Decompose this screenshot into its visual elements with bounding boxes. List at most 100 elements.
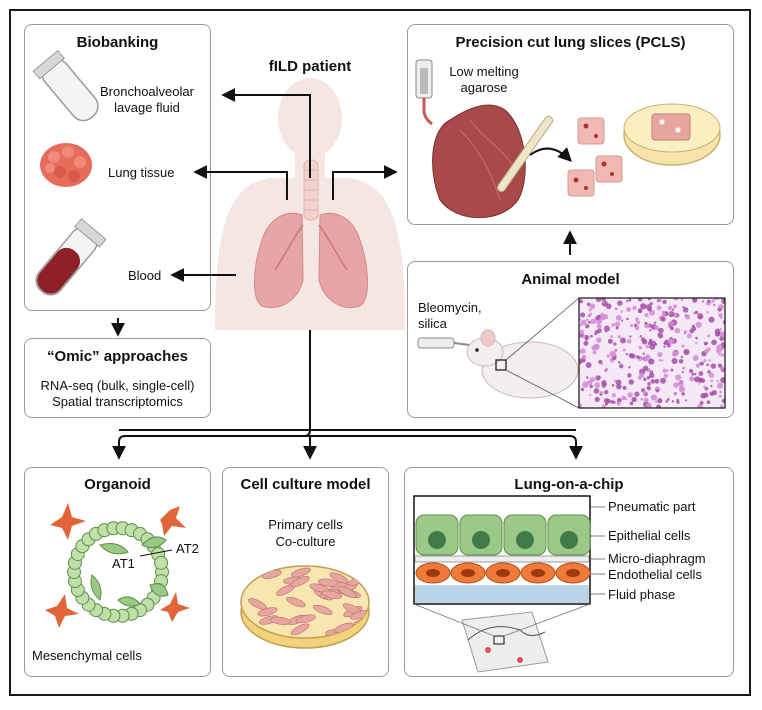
histology-dot bbox=[672, 304, 678, 309]
cultured-cell bbox=[290, 575, 310, 588]
histology-dot bbox=[614, 321, 621, 327]
histology-dot bbox=[701, 300, 705, 303]
histology-dot bbox=[583, 340, 589, 346]
histology-dot bbox=[615, 314, 622, 321]
histology-dot bbox=[654, 325, 659, 330]
histology-dot bbox=[704, 386, 709, 391]
biobanking-title: Biobanking bbox=[76, 34, 159, 51]
histology-dot bbox=[629, 353, 635, 359]
histology-dot bbox=[668, 307, 671, 311]
histology-dot bbox=[721, 398, 725, 404]
histology-dot bbox=[599, 314, 606, 321]
culture-dish-icon bbox=[623, 103, 721, 166]
histology-dot bbox=[602, 300, 605, 304]
histology-dot bbox=[654, 378, 660, 384]
mesenchymal-label: Mesenchymal cells bbox=[32, 648, 142, 663]
histology-dot bbox=[711, 299, 715, 303]
histology-dot bbox=[719, 328, 723, 331]
histology-dot bbox=[617, 300, 623, 306]
histology-dot bbox=[615, 379, 622, 386]
histology-dot bbox=[642, 357, 645, 360]
histology-dot bbox=[645, 344, 650, 349]
agarose-line2: agarose bbox=[460, 80, 508, 95]
cultured-cell bbox=[270, 616, 291, 625]
histology-dot bbox=[666, 343, 671, 348]
cultured-cell bbox=[295, 614, 316, 624]
omic-panel bbox=[24, 338, 211, 418]
histology-dot bbox=[637, 298, 643, 302]
histology-dot bbox=[671, 308, 674, 312]
histology-dot bbox=[584, 334, 589, 339]
histology-dot bbox=[603, 398, 610, 404]
histology-dot bbox=[660, 316, 666, 322]
bal-label-line1: Bronchoalveolar bbox=[100, 84, 194, 99]
cultured-cell bbox=[244, 566, 265, 575]
histology-dot bbox=[689, 368, 694, 374]
histology-dot bbox=[719, 366, 724, 371]
histology-dot bbox=[628, 379, 634, 385]
lung-tissue-label: Lung tissue bbox=[108, 165, 175, 180]
cell-culture-line1: Primary cells bbox=[268, 517, 343, 532]
histology-dot bbox=[683, 329, 688, 334]
histology-dot bbox=[638, 309, 642, 314]
histology-dot bbox=[658, 327, 664, 334]
patient-title: fILD patient bbox=[268, 58, 352, 75]
histology-dot bbox=[685, 399, 688, 402]
histology-dot bbox=[590, 318, 596, 325]
histology-dot bbox=[663, 373, 669, 379]
at2-label: AT2 bbox=[176, 541, 199, 556]
bal-label-line2: lavage fluid bbox=[114, 100, 180, 115]
histology-dot bbox=[626, 299, 629, 303]
histology-dot bbox=[642, 391, 647, 396]
slice-arrow bbox=[529, 147, 572, 162]
histology-dot bbox=[607, 338, 613, 344]
histology-dot bbox=[620, 337, 627, 344]
histology-dot bbox=[661, 310, 666, 315]
histology-dot bbox=[710, 379, 714, 383]
histology-dot bbox=[686, 333, 692, 339]
diaphragm-label: Micro-diaphragm bbox=[608, 551, 706, 566]
histology-dot bbox=[582, 381, 589, 388]
histology-dot bbox=[604, 383, 607, 386]
histology-dot bbox=[616, 401, 621, 406]
histology-dot bbox=[580, 319, 587, 326]
histology-dot bbox=[650, 379, 656, 384]
histology-dot bbox=[648, 338, 653, 343]
omic-line2: Spatial transcriptomics bbox=[52, 394, 183, 409]
histology-dot bbox=[668, 320, 675, 327]
histology-dot bbox=[596, 323, 602, 329]
histology-dot bbox=[708, 359, 711, 362]
histology-dot bbox=[640, 397, 644, 401]
cultured-cell bbox=[257, 607, 278, 617]
histology-dot bbox=[637, 376, 642, 380]
histology-dot bbox=[703, 359, 707, 363]
histology-dot bbox=[718, 312, 723, 318]
histology-dot bbox=[606, 354, 610, 358]
cell-culture-title: Cell culture model bbox=[240, 476, 371, 493]
histology-dot bbox=[621, 319, 624, 322]
at1-cells bbox=[90, 536, 169, 607]
histology-dot bbox=[678, 358, 684, 364]
histology-dot bbox=[704, 348, 709, 354]
histology-dot bbox=[681, 344, 685, 348]
histology-dot bbox=[611, 323, 616, 327]
histology-dot bbox=[671, 400, 675, 403]
histology-dot bbox=[646, 385, 652, 391]
agarose-line1: Low melting bbox=[449, 64, 519, 79]
histology-dot bbox=[693, 372, 697, 376]
histology-dot bbox=[586, 318, 589, 322]
histology-dot bbox=[611, 393, 616, 398]
histology-dot bbox=[666, 398, 670, 401]
histology-dot bbox=[716, 379, 719, 383]
histology-dot bbox=[617, 335, 622, 339]
histology-dot bbox=[697, 313, 704, 320]
histology-dot bbox=[588, 314, 591, 317]
histology-dot bbox=[679, 386, 683, 390]
histology-dot bbox=[650, 394, 658, 401]
histology-dot bbox=[628, 298, 632, 302]
culture-plate-icon bbox=[240, 565, 370, 649]
histology-dot bbox=[647, 382, 651, 386]
organoid-panel bbox=[24, 467, 211, 677]
histology-dot bbox=[707, 334, 711, 338]
pneumatic-label: Pneumatic part bbox=[608, 499, 696, 514]
